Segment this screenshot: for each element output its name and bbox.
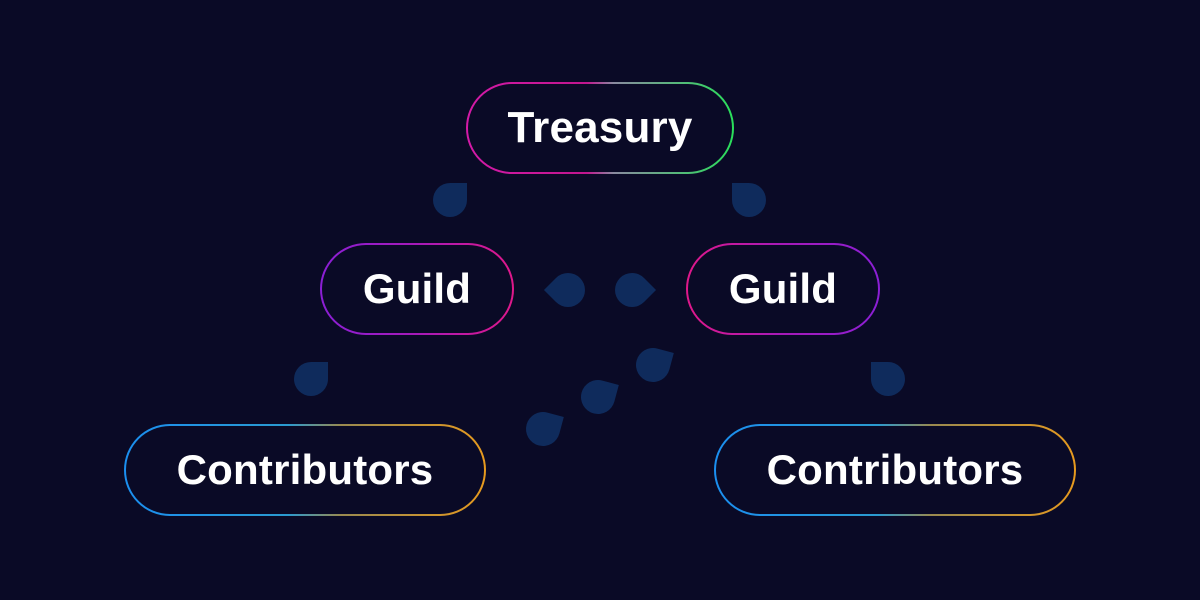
contributors-node-right: Contributors [714, 424, 1076, 516]
guild-label-right: Guild [688, 245, 878, 333]
connector-dot-icon [522, 408, 564, 450]
guild-node-left: Guild [320, 243, 514, 335]
connector-arrow-right-icon [607, 265, 657, 315]
guild-label-left: Guild [322, 245, 512, 333]
connector-arrow-left-icon [543, 265, 593, 315]
connector-dot-icon [632, 344, 674, 386]
treasury-label: Treasury [468, 84, 732, 172]
connector-dot-icon [577, 376, 619, 418]
contributors-node-left: Contributors [124, 424, 486, 516]
treasury-node: Treasury [466, 82, 734, 174]
connector-dot-icon [871, 362, 905, 396]
guild-node-right: Guild [686, 243, 880, 335]
connector-dot-icon [433, 183, 467, 217]
connector-dot-icon [294, 362, 328, 396]
contributors-label-left: Contributors [126, 426, 484, 514]
contributors-label-right: Contributors [716, 426, 1074, 514]
connector-dot-icon [732, 183, 766, 217]
